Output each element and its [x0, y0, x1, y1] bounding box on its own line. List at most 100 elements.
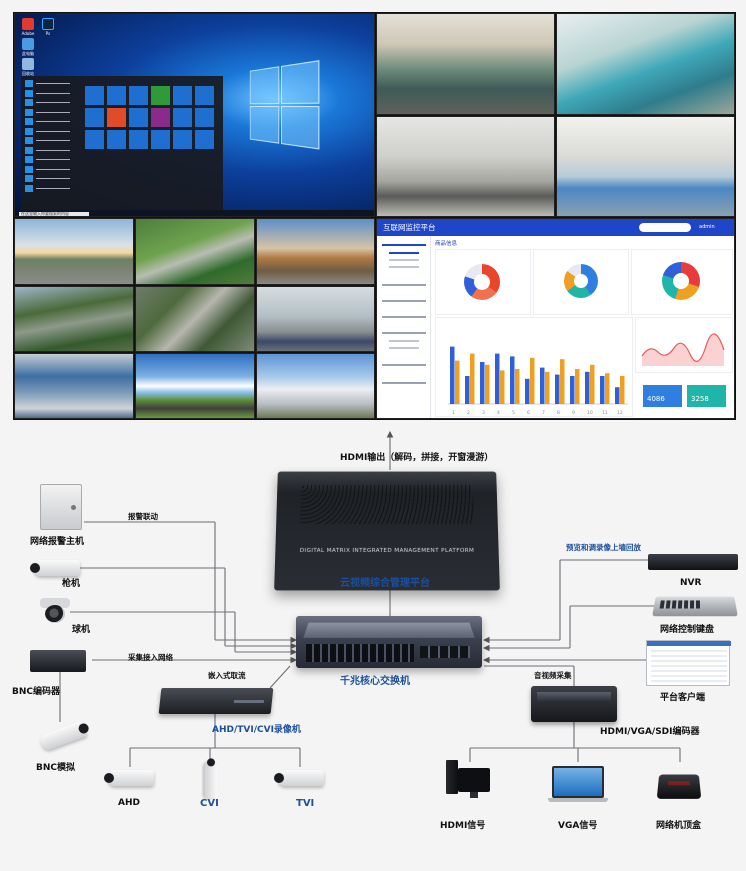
start-tile[interactable]: [151, 86, 170, 105]
dashboard-user[interactable]: admin: [699, 224, 715, 230]
desktop-icon[interactable]: Adobe: [19, 18, 37, 36]
x-tick-label: 2: [467, 410, 470, 416]
start-tile[interactable]: [195, 86, 214, 105]
nvr-label: NVR: [680, 578, 702, 588]
bar: [455, 360, 460, 404]
x-tick-label: 7: [542, 410, 545, 416]
photo-office-lounge: [376, 116, 555, 217]
keyboard-label: 网络控制键盘: [660, 625, 715, 635]
start-tile[interactable]: [107, 130, 126, 149]
hdmi-signal-label: HDMI信号: [440, 821, 486, 831]
vga-signal-label: VGA信号: [558, 821, 598, 831]
start-tile[interactable]: [173, 108, 192, 127]
sidebar-item-shop[interactable]: [382, 316, 426, 318]
ahd-camera-icon: [104, 770, 154, 786]
bar: [615, 387, 620, 404]
platform-panel-text: DIGITAL MATRIX INTEGRATED MANAGEMENT PLA…: [299, 547, 475, 554]
sidebar-item-goods[interactable]: [382, 244, 426, 246]
photoshop-icon[interactable]: Ps: [39, 18, 57, 36]
bar: [555, 374, 560, 404]
dome-camera-label: 球机: [72, 625, 91, 635]
encoder-name-label: HDMI/VGA/SDI编码器: [600, 727, 700, 737]
sidebar-subitem[interactable]: [389, 252, 419, 254]
bar: [465, 376, 470, 404]
photo-open-office: [556, 116, 735, 217]
alarm-link-label: 报警联动: [128, 512, 158, 521]
kpi-value: 3258: [691, 395, 709, 403]
donut-panel-3: [631, 249, 733, 315]
kpi-value: 4086: [647, 395, 665, 403]
start-tile[interactable]: [195, 130, 214, 149]
x-tick-label: 12: [617, 410, 623, 416]
sidebar-item-settings[interactable]: [382, 382, 426, 384]
taskbar-search-input[interactable]: 在这里输入你要搜索的内容: [21, 211, 69, 216]
dashboard-header: 互联网监控平台 admin: [377, 219, 734, 236]
cvi-camera-label: CVI: [200, 798, 219, 809]
start-tile[interactable]: [151, 130, 170, 149]
start-tile[interactable]: [85, 130, 104, 149]
line-chart: [641, 333, 725, 366]
kpi-card-customers[interactable]: 4086: [643, 385, 682, 407]
kpi-card-sales[interactable]: 3258: [687, 385, 726, 407]
this-pc-icon[interactable]: 此电脑: [19, 38, 37, 57]
x-tick-label: 9: [572, 410, 575, 416]
bar: [525, 378, 530, 404]
sidebar-subitem[interactable]: [389, 340, 419, 342]
start-tile[interactable]: [173, 86, 192, 105]
hdmi-output-label: HDMI输出（解码，拼接，开窗漫游）: [340, 453, 494, 463]
start-tile[interactable]: [85, 86, 104, 105]
start-menu-app-list[interactable]: [25, 80, 77, 194]
bullet-camera-label: 枪机: [62, 579, 81, 589]
switch-name-label: 千兆核心交换机: [340, 676, 410, 687]
bar: [590, 364, 595, 404]
core-switch-device: [296, 616, 482, 668]
alarm-host-device: [40, 484, 82, 530]
start-tile[interactable]: [195, 108, 214, 127]
laptop-icon: [548, 766, 608, 802]
x-tick-label: 8: [557, 410, 560, 416]
sidebar-item-list[interactable]: [382, 300, 426, 302]
platform-client-screen: [646, 640, 731, 686]
start-tile[interactable]: [107, 108, 126, 127]
set-top-box-icon: [656, 774, 702, 799]
start-tile[interactable]: [107, 86, 126, 105]
photo-exhibition-hall: [256, 286, 375, 352]
dvr-name-label: AHD/TVI/CVI录像机: [212, 725, 301, 735]
bar: [600, 376, 605, 404]
monitor-icon: [458, 768, 490, 798]
bar: [500, 370, 505, 404]
sidebar-subitem[interactable]: [389, 259, 419, 261]
start-tile[interactable]: [129, 130, 148, 149]
bar: [495, 353, 500, 404]
bnc-encoder-label: BNC编码器: [12, 687, 60, 697]
bullet-camera-icon: [30, 560, 80, 576]
bar: [485, 364, 490, 404]
sidebar-subitem[interactable]: [389, 347, 419, 349]
bnc-encoder-device: [30, 650, 86, 672]
sidebar-item-orders[interactable]: [382, 284, 426, 286]
photo-mountain-road: [256, 218, 375, 285]
sidebar-subitem[interactable]: [389, 266, 419, 268]
sidebar-item-stock[interactable]: [382, 332, 426, 334]
start-tile[interactable]: [85, 108, 104, 127]
line-chart-panel: [635, 317, 733, 373]
start-tile[interactable]: [129, 108, 148, 127]
start-tile[interactable]: [129, 86, 148, 105]
bnc-analog-label: BNC模拟: [36, 763, 75, 773]
platform-vent: [300, 485, 474, 525]
bar: [560, 359, 565, 404]
dashboard-section-title: 商品信息: [435, 241, 458, 247]
sidebar-item-finance[interactable]: [382, 364, 426, 366]
bar: [570, 376, 575, 404]
dashboard-search-input[interactable]: [639, 223, 691, 232]
client-label: 平台客户端: [660, 693, 706, 703]
start-tile[interactable]: [151, 108, 170, 127]
bar: [515, 369, 520, 404]
av-collect-label: 音视频采集: [534, 671, 572, 680]
start-tile[interactable]: [173, 130, 192, 149]
set-top-box-label: 网络机顶盒: [656, 821, 702, 831]
recycle-bin-icon[interactable]: 回收站: [19, 58, 37, 77]
embedded-stream-label: 嵌入式取流: [208, 671, 246, 680]
x-tick-label: 10: [587, 410, 593, 416]
